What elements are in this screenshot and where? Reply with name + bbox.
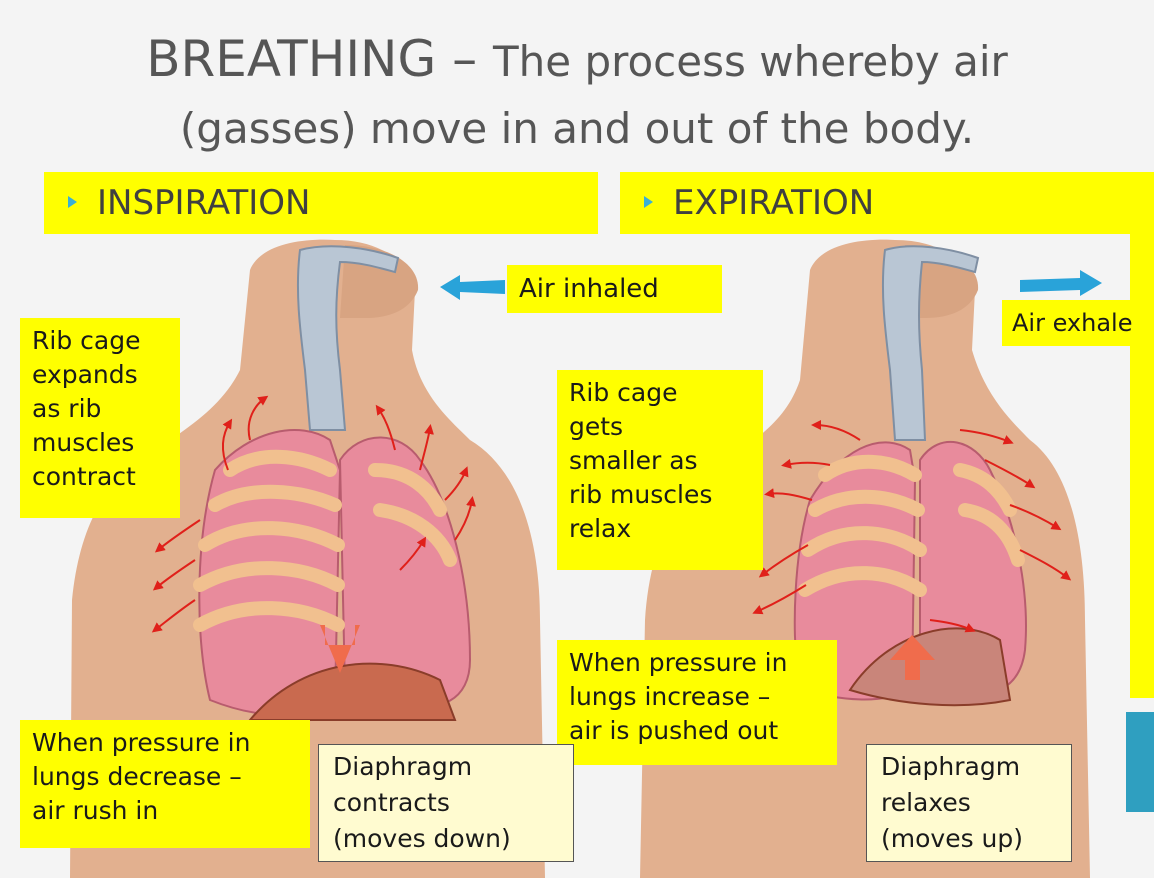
diaphragm-relaxes-line: (moves up) (881, 821, 1057, 857)
rib-cage-smaller-label: Rib cage gets smaller as rib muscles rel… (557, 370, 763, 570)
bullet-triangle-icon (68, 196, 77, 208)
rib-cage-smaller-line: rib muscles (569, 478, 751, 512)
diaphragm-contracts-box: Diaphragm contracts (moves down) (318, 744, 574, 862)
expiration-header: EXPIRATION (620, 172, 1154, 234)
pressure-decrease-label: When pressure in lungs decrease – air ru… (20, 720, 310, 848)
air-inhale-arrow-icon (440, 275, 505, 300)
accent-bar-blue (1126, 712, 1154, 812)
diaphragm-contracts-line: (moves down) (333, 821, 559, 857)
pressure-increase-line: air is pushed out (569, 714, 825, 748)
accent-bar-yellow (1130, 228, 1154, 698)
air-exhaled-label: Air exhale (1002, 300, 1154, 346)
rib-cage-expands-line: Rib cage (32, 324, 168, 358)
pressure-increase-line: When pressure in (569, 646, 825, 680)
inspiration-header-label: INSPIRATION (97, 183, 310, 223)
pressure-decrease-line: lungs decrease – (32, 760, 298, 794)
pressure-decrease-line: When pressure in (32, 726, 298, 760)
expiration-header-label: EXPIRATION (673, 183, 874, 223)
rib-cage-expands-line: as rib (32, 392, 168, 426)
rib-cage-expands-line: contract (32, 460, 168, 494)
rib-cage-smaller-line: relax (569, 512, 751, 546)
rib-cage-expands-label: Rib cage expands as rib muscles contract (20, 318, 180, 518)
diaphragm-relaxes-line: relaxes (881, 785, 1057, 821)
diaphragm-relaxes-line: Diaphragm (881, 749, 1057, 785)
rib-cage-smaller-line: gets (569, 410, 751, 444)
rib-cage-expands-line: muscles (32, 426, 168, 460)
air-exhale-arrow-icon (1020, 270, 1102, 296)
bullet-triangle-icon (644, 196, 653, 208)
rib-cage-smaller-line: Rib cage (569, 376, 751, 410)
rib-cage-expands-line: expands (32, 358, 168, 392)
inspiration-header: INSPIRATION (44, 172, 598, 234)
pressure-increase-label: When pressure in lungs increase – air is… (557, 640, 837, 765)
diaphragm-contracts-line: contracts (333, 785, 559, 821)
rib-cage-smaller-line: smaller as (569, 444, 751, 478)
pressure-increase-line: lungs increase – (569, 680, 825, 714)
air-inhaled-label: Air inhaled (507, 265, 722, 313)
diaphragm-relaxes-box: Diaphragm relaxes (moves up) (866, 744, 1072, 862)
diaphragm-contracts-line: Diaphragm (333, 749, 559, 785)
pressure-decrease-line: air rush in (32, 794, 298, 828)
